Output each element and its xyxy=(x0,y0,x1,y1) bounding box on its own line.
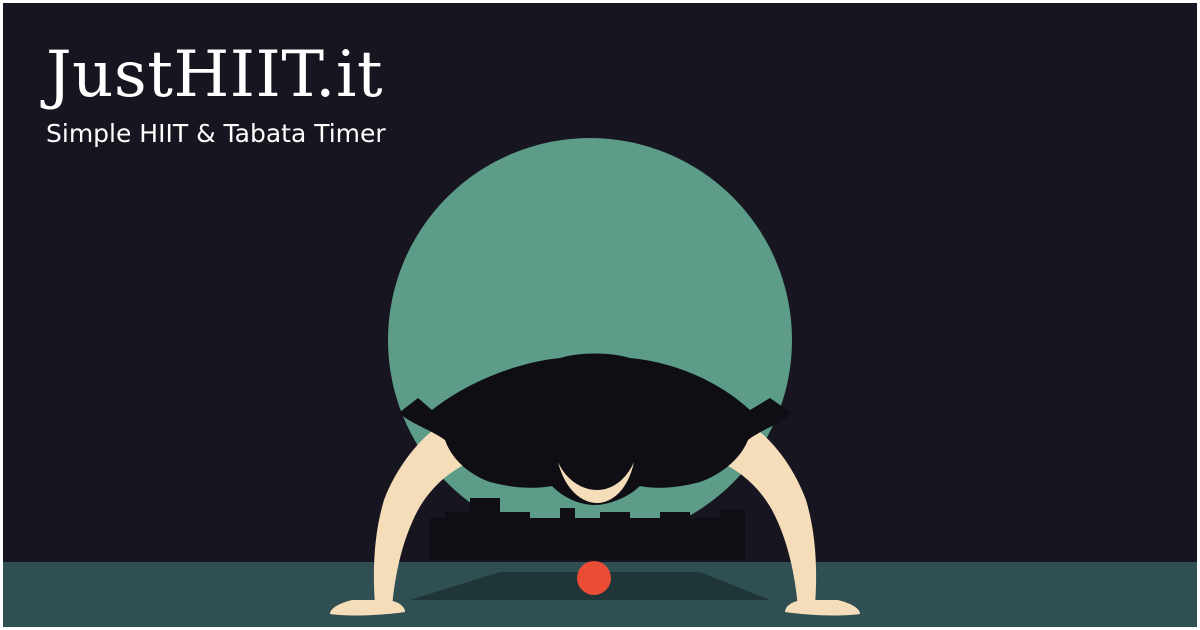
right-hand xyxy=(785,600,860,616)
red-dot xyxy=(577,561,611,595)
brand-block: JustHIIT.it Simple HIIT & Tabata Timer xyxy=(46,36,386,150)
brand-subtitle: Simple HIIT & Tabata Timer xyxy=(46,119,386,148)
right-arm xyxy=(720,420,817,607)
head xyxy=(555,408,635,490)
left-hand xyxy=(330,600,405,616)
left-arm xyxy=(373,420,470,607)
city-skyline xyxy=(430,498,745,560)
face-crescent xyxy=(558,462,634,503)
brand-title: JustHIIT.it xyxy=(46,38,384,112)
